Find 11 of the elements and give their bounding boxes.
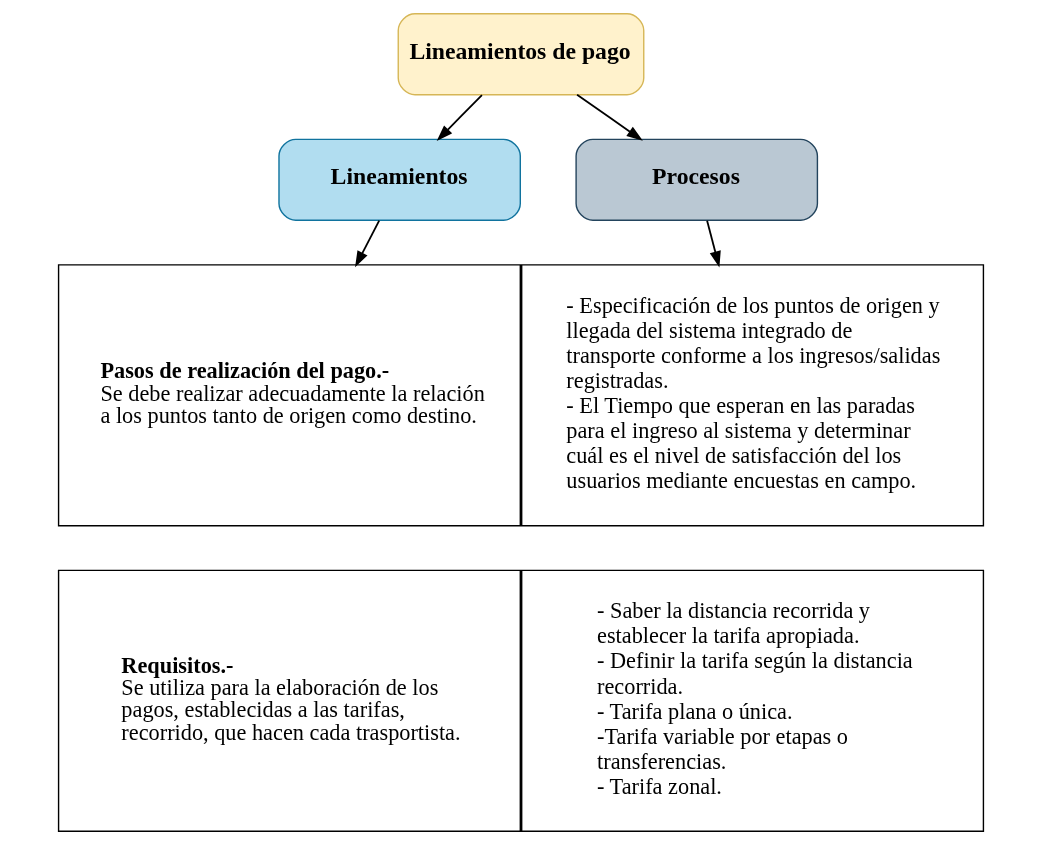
arrow [575,93,643,141]
node-box: Requisitos.- Se utiliza para la elaboración de los pagos, establecidas a las tarifas, recorrido, que hacen cada trasportista. [57,569,521,832]
node-box: Pasos de realización del pago.- Se debe realizar adecuadamente la relación a los puntos tanto de origen como destino. [57,264,521,527]
node-box: Procesos [574,138,818,221]
node-box: - Saber la distancia recorrida y establecer la tarifa apropiada. - Definir la tarifa según la distancia recorrida. - Tarifa plana o única. -Tarifa variable por etapas o transferencias. - Tarifa zonal. [520,569,984,832]
arrow [354,219,380,268]
node-box: Lineamientos [277,138,521,221]
node-box: - Especificación de los puntos de origen y llegada del sistema integrado de transporte conforme a los ingresos/salidas registradas. - El Tiempo que esperan en las paradas para el ingreso al sistema y determinar cuál es el nivel de satisfacción del los usuarios mediante encuestas en campo. [520,264,984,527]
node-box: Lineamientos de pago [397,13,644,96]
arrow [436,94,483,141]
arrow [705,219,721,268]
